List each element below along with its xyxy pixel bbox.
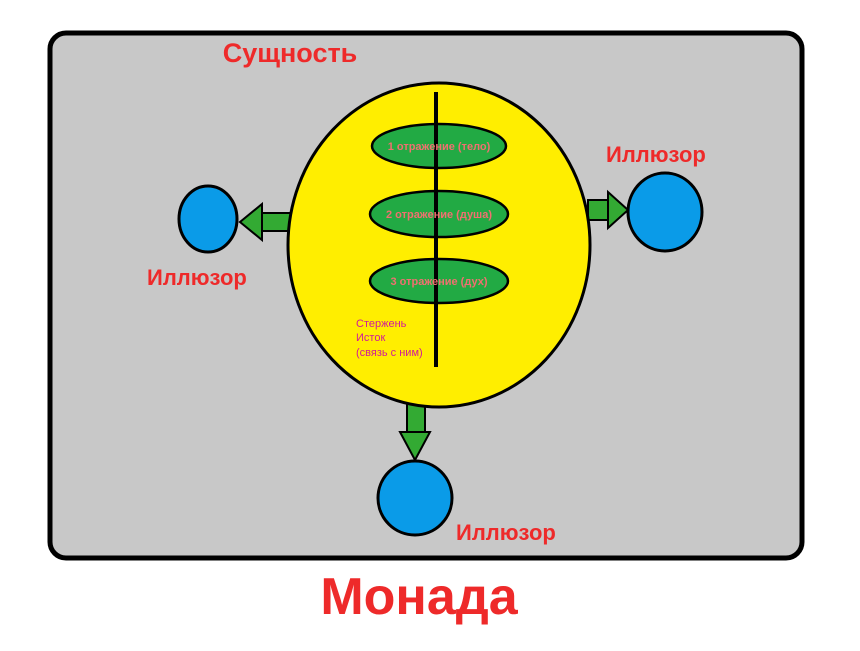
core-label-line-2: Исток bbox=[356, 332, 385, 344]
reflection-label-3: 3 отражение (дух) bbox=[390, 276, 487, 288]
core-label-line-3: (связь с ним) bbox=[356, 347, 423, 359]
essence-label: Сущность bbox=[223, 38, 358, 68]
reflection-label-2: 2 отражение (душа) bbox=[386, 209, 492, 221]
reflection-ellipse-1 bbox=[370, 122, 508, 170]
reflection-ellipse-2 bbox=[368, 189, 510, 239]
essence-ellipse bbox=[286, 81, 592, 409]
arrow-down bbox=[398, 399, 432, 463]
reflection-label-1: 1 отражение (тело) bbox=[388, 141, 491, 153]
reflection-ellipse-3 bbox=[368, 257, 510, 305]
illusor-label-right: Иллюзор bbox=[606, 142, 706, 167]
illusor-circle-bottom bbox=[376, 459, 454, 537]
illusor-circle-left bbox=[177, 184, 239, 254]
core-label-line-1: Стержень bbox=[356, 318, 407, 330]
illusor-circle-right bbox=[626, 171, 704, 253]
illusor-label-left: Иллюзор bbox=[147, 265, 247, 290]
arrow-right bbox=[587, 189, 630, 231]
illusor-label-bottom: Иллюзор bbox=[456, 520, 556, 545]
diagram-title: Монада bbox=[320, 568, 518, 626]
